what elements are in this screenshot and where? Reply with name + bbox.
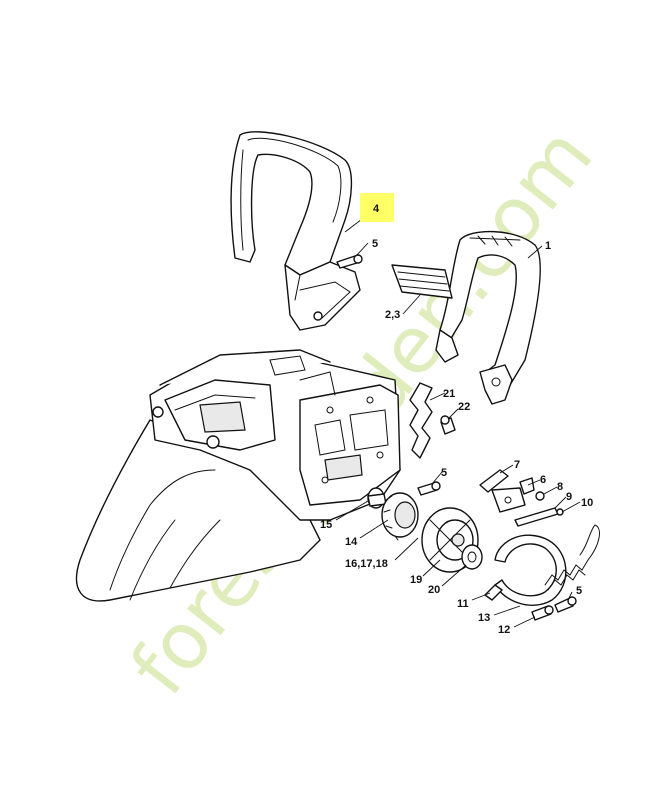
callout-13[interactable]: 13 xyxy=(478,612,490,624)
part-sprocket xyxy=(381,492,419,541)
callout-15[interactable]: 15 xyxy=(320,519,332,531)
part-brake-linkage xyxy=(479,469,564,527)
part-screw-12 xyxy=(531,605,554,621)
part-screw-22 xyxy=(440,415,456,435)
callout-5[interactable]: 5 xyxy=(372,238,378,250)
part-spacer xyxy=(367,487,387,509)
callout-5[interactable]: 5 xyxy=(441,467,447,479)
callout-19[interactable]: 19 xyxy=(410,574,422,586)
part-brake-band xyxy=(484,534,567,606)
callout-8[interactable]: 8 xyxy=(557,481,563,493)
part-grip-plate xyxy=(391,264,453,299)
callout-7[interactable]: 7 xyxy=(514,459,520,471)
callout-5[interactable]: 5 xyxy=(576,585,582,597)
part-screw-upper xyxy=(336,254,363,269)
part-chain-catcher xyxy=(409,382,433,459)
callout-2-3[interactable]: 2,3 xyxy=(385,309,400,321)
part-screw-middle xyxy=(417,481,441,496)
callout-14[interactable]: 14 xyxy=(345,536,358,548)
callout-11[interactable]: 11 xyxy=(457,598,469,610)
callout-16-17-18[interactable]: 16,17,18 xyxy=(345,558,388,570)
callout-20[interactable]: 20 xyxy=(428,584,440,596)
main-housing xyxy=(75,349,401,602)
callout-9[interactable]: 9 xyxy=(566,491,572,503)
part-front-handle xyxy=(230,131,361,331)
highlight-box xyxy=(360,193,394,222)
callout-12[interactable]: 12 xyxy=(498,624,510,636)
part-screw-lower xyxy=(554,596,577,613)
part-spring xyxy=(544,524,600,591)
callout-6[interactable]: 6 xyxy=(540,474,546,486)
callout-21[interactable]: 21 xyxy=(443,388,455,400)
callouts: 4 5 1 2,3 21 22 5 7 6 8 9 10 15 14 16,17… xyxy=(320,193,593,636)
callout-1[interactable]: 1 xyxy=(545,240,551,252)
part-washer xyxy=(461,544,483,570)
callout-4[interactable]: 4 xyxy=(373,203,380,215)
callout-10[interactable]: 10 xyxy=(581,497,593,509)
part-hand-guard xyxy=(435,230,541,405)
callout-22[interactable]: 22 xyxy=(458,401,470,413)
